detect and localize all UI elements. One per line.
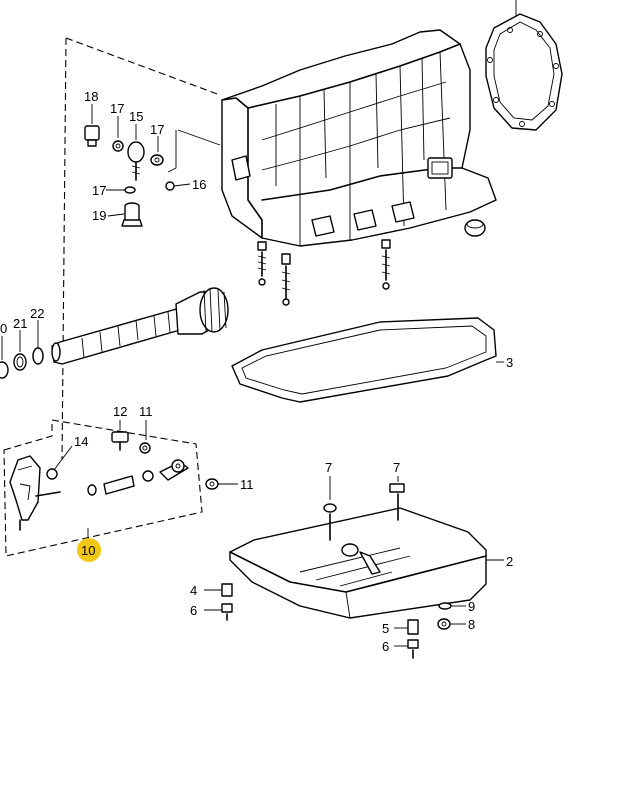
callout-17b[interactable]: 17 <box>150 122 164 137</box>
pan-fastener-8-9 <box>437 602 466 630</box>
callout-3[interactable]: 3 <box>506 355 513 370</box>
callout-9[interactable]: 9 <box>468 599 475 614</box>
housing-bolts <box>257 239 391 306</box>
part-11-washer-b <box>205 478 238 490</box>
callout-14[interactable]: 14 <box>74 434 88 449</box>
part-17-washer-c <box>106 186 136 194</box>
callout-21[interactable]: 21 <box>13 316 27 331</box>
housing-plug <box>464 219 486 237</box>
part-12-bolt <box>111 420 129 451</box>
group-outline-upper <box>61 37 221 461</box>
part-11-washer-a <box>139 420 151 454</box>
callout-7a[interactable]: 7 <box>325 460 332 475</box>
callout-6a[interactable]: 6 <box>190 603 197 618</box>
callout-17a[interactable]: 17 <box>110 101 124 116</box>
part-19-sleeve <box>107 202 143 227</box>
callout-20[interactable]: 0 <box>0 321 7 336</box>
callout-6b[interactable]: 6 <box>382 639 389 654</box>
part-15-banjo <box>127 124 145 181</box>
callout-15[interactable]: 15 <box>129 109 143 124</box>
part-14-ring <box>46 445 73 480</box>
part-17-washer-a <box>112 116 124 152</box>
transmission-housing <box>221 29 497 247</box>
callout-2[interactable]: 2 <box>506 554 513 569</box>
part-17-washer-b <box>150 136 164 166</box>
housing-gasket <box>485 0 563 131</box>
callout-labels: 2 3 4 5 6 6 7 7 8 9 10 11 11 12 14 15 16… <box>0 89 513 654</box>
selector-lever <box>9 455 61 531</box>
leader-cluster-2 <box>167 130 177 173</box>
shaft-rings <box>0 320 44 379</box>
callout-19[interactable]: 19 <box>92 208 106 223</box>
callout-11a[interactable]: 11 <box>139 404 153 419</box>
callout-10-highlight <box>77 538 101 562</box>
callout-12[interactable]: 12 <box>113 404 127 419</box>
pan-fastener-7b <box>389 476 405 521</box>
callout-16[interactable]: 16 <box>192 177 206 192</box>
input-shaft <box>51 287 229 365</box>
group-outline-selector <box>3 419 203 557</box>
pan-fastener-7a <box>323 476 337 541</box>
pan-fastener-4-6 <box>204 583 233 621</box>
callout-8[interactable]: 8 <box>468 617 475 632</box>
selector-shaft-parts <box>87 459 189 496</box>
callout-4[interactable]: 4 <box>190 583 197 598</box>
callout-7b[interactable]: 7 <box>393 460 400 475</box>
callout-17c[interactable]: 17 <box>92 183 106 198</box>
part-18-fitting <box>84 104 100 147</box>
oil-pan-gasket <box>231 317 497 403</box>
callout-10[interactable]: 10 <box>81 543 95 558</box>
part-16-plug <box>165 181 191 191</box>
callout-5[interactable]: 5 <box>382 621 389 636</box>
oil-pan <box>229 507 504 619</box>
leader-cluster <box>177 129 221 146</box>
callout-22[interactable]: 22 <box>30 306 44 321</box>
callout-11b[interactable]: 11 <box>240 477 254 492</box>
pan-fastener-5-6 <box>394 619 419 659</box>
callout-18[interactable]: 18 <box>84 89 98 104</box>
